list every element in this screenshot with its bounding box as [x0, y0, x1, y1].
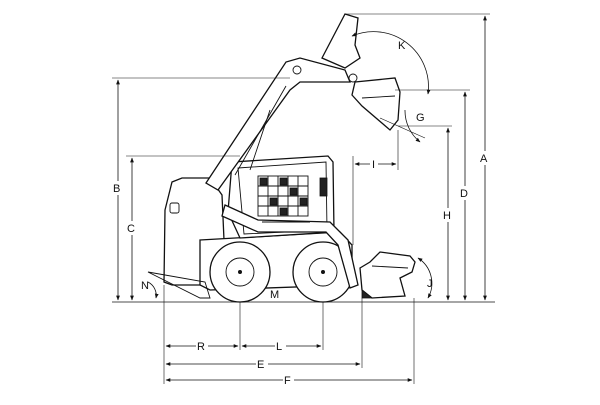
raised-bucket-level — [351, 77, 401, 131]
label-e: E — [257, 359, 264, 371]
rear-step — [147, 271, 211, 299]
lower-lift-arm — [221, 204, 359, 289]
bucket-tip — [361, 289, 374, 299]
label-b: B — [113, 183, 120, 195]
label-l: L — [276, 341, 282, 353]
lift-cylinder-rod — [249, 109, 271, 171]
raised-bucket-edge — [361, 95, 396, 99]
label-m: M — [270, 289, 279, 301]
label-g: G — [416, 112, 425, 124]
cab-window-grid — [257, 175, 309, 217]
label-c: C — [127, 223, 135, 235]
lift-cylinder — [234, 85, 287, 176]
bucket-pivot — [348, 73, 358, 83]
label-r: R — [197, 341, 205, 353]
side-window — [319, 177, 328, 197]
arm-pivot — [292, 65, 302, 75]
label-a: A — [480, 153, 488, 165]
label-i: I — [372, 159, 375, 171]
label-n: N — [141, 280, 149, 292]
bucket-edge — [371, 265, 409, 269]
label-d: D — [460, 188, 468, 200]
tail-light — [169, 202, 180, 214]
lowered-bucket — [359, 251, 416, 299]
label-j: J — [427, 278, 433, 290]
label-h: H — [443, 210, 451, 222]
skid-steer-loader — [147, 13, 416, 303]
rear-wheel — [209, 241, 271, 303]
label-f: F — [284, 375, 291, 387]
raised-lift-arm — [205, 57, 351, 191]
dimension-labels: A B C D H I G K J N M R L E F — [112, 40, 491, 387]
raised-bucket-dump — [321, 13, 361, 69]
label-k: K — [398, 40, 406, 52]
